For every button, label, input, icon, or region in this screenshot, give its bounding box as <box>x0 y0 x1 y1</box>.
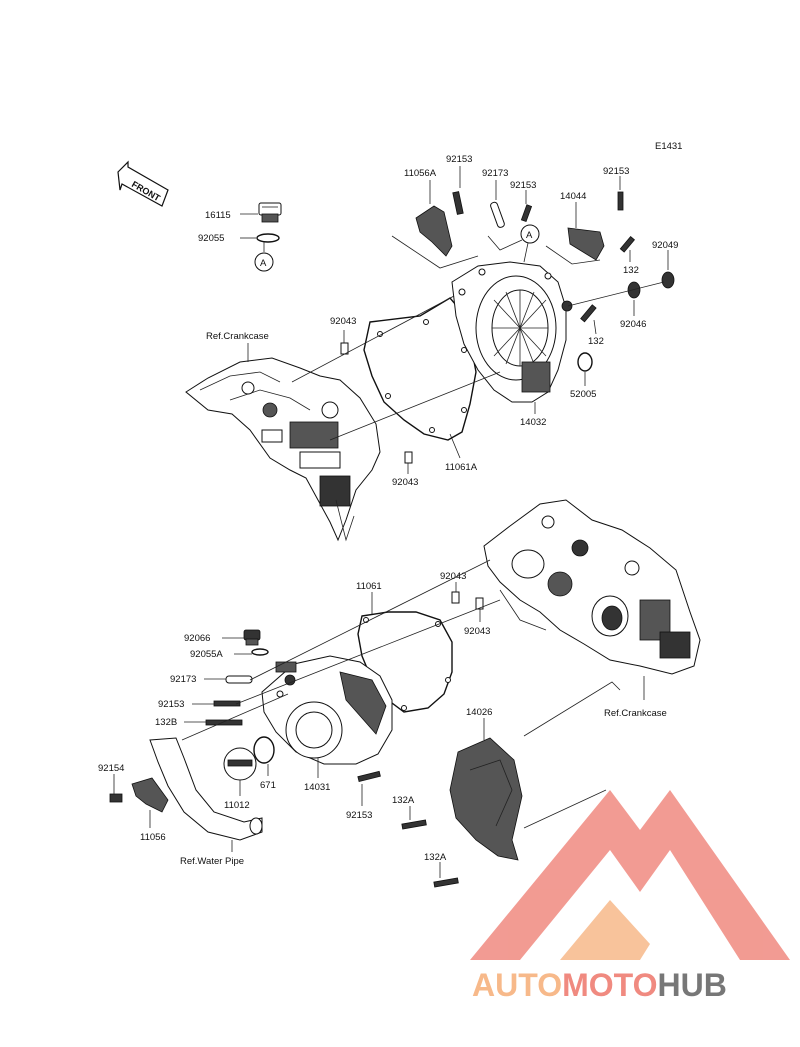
pin-92173-a <box>490 201 505 228</box>
label-11061: 11061 <box>356 581 382 592</box>
ref-water-pipe: Ref.Water Pipe <box>180 856 244 867</box>
seal-52005 <box>577 352 593 372</box>
watermark-hub: HUB <box>657 967 726 1003</box>
bracket-11056 <box>131 777 169 813</box>
dowel-92043-a <box>340 342 349 355</box>
bolt-92154 <box>109 793 123 803</box>
alternator-cover-14031 <box>261 655 393 765</box>
ref-crankcase-top: Ref.Crankcase <box>206 331 269 342</box>
label-11012: 11012 <box>224 800 250 811</box>
bolt-132a-b <box>433 877 459 888</box>
gasket-11061 <box>357 611 453 713</box>
label-14032: 14032 <box>520 417 546 428</box>
crankcase-ref-bottom <box>483 499 701 675</box>
seal-92049 <box>661 271 675 289</box>
label-14031: 14031 <box>304 782 330 793</box>
label-92154: 92154 <box>98 763 124 774</box>
label-11056: 11056 <box>140 832 166 843</box>
plug-92066 <box>243 629 261 646</box>
label-92153-a: 92153 <box>446 154 472 165</box>
callout-a-top-label: A <box>526 230 533 241</box>
seal-92046 <box>627 281 641 299</box>
bolt-132-a <box>619 236 636 253</box>
label-132a-a: 132A <box>392 795 415 806</box>
label-92043-c: 92043 <box>440 571 466 582</box>
dowel-92043-c <box>451 591 460 604</box>
label-132-b: 132 <box>588 336 604 347</box>
diagram-code: E1431 <box>655 141 682 152</box>
watermark-moto: MOTO <box>562 967 657 1003</box>
bolt-92153-c <box>617 191 624 211</box>
label-92055a: 92055A <box>190 649 223 660</box>
bracket-11056a <box>415 205 453 257</box>
label-14026: 14026 <box>466 707 492 718</box>
label-92049: 92049 <box>652 240 678 251</box>
oring-92055a <box>251 648 269 656</box>
pin-92173-b <box>225 675 253 684</box>
label-92046: 92046 <box>620 319 646 330</box>
label-92153-d: 92153 <box>158 699 184 710</box>
dowel-92043-b <box>404 451 413 464</box>
label-92153-e: 92153 <box>346 810 372 821</box>
watermark-logo <box>470 790 790 960</box>
dowel-92043-d <box>475 597 484 610</box>
label-92153-b: 92153 <box>510 180 536 191</box>
watermark-text: AUTOMOTOHUB <box>472 967 727 1003</box>
callout-a-left <box>254 252 274 272</box>
bolt-92153-b <box>520 204 533 223</box>
callout-a-left-label: A <box>260 258 267 269</box>
guard-14026 <box>449 737 523 861</box>
plate-14044 <box>567 227 605 261</box>
watermark-auto: AUTO <box>472 967 562 1003</box>
ref-crankcase-bottom: Ref.Crankcase <box>604 708 667 719</box>
bolt-132-b <box>580 304 597 323</box>
label-52005: 52005 <box>570 389 596 400</box>
label-11056a: 11056A <box>404 168 437 179</box>
oring-671 <box>253 736 275 764</box>
alignment-lines-top <box>291 295 501 441</box>
label-92153-c: 92153 <box>603 166 629 177</box>
label-132-a: 132 <box>623 265 639 276</box>
label-16115: 16115 <box>205 210 231 221</box>
oil-filler-cap <box>258 202 282 223</box>
bolt-132a-a <box>401 819 427 830</box>
bolt-132b <box>205 719 243 726</box>
label-92043-d: 92043 <box>464 626 490 637</box>
bolt-92153-e <box>357 770 381 783</box>
label-11061a: 11061A <box>445 462 478 473</box>
label-132b: 132B <box>155 717 177 728</box>
label-14044: 14044 <box>560 191 586 202</box>
crankcase-ref-top <box>185 357 381 542</box>
oring-92055 <box>256 233 280 243</box>
label-92173-b: 92173 <box>170 674 196 685</box>
label-671: 671 <box>260 780 276 791</box>
alignment-lines-bottom <box>181 559 501 741</box>
bolt-92153-a <box>452 191 464 215</box>
label-132a-b: 132A <box>424 852 447 863</box>
front-arrow-icon: FRONT <box>117 160 169 207</box>
label-92055: 92055 <box>198 233 224 244</box>
bolt-92153-d <box>213 700 241 707</box>
label-92043-a: 92043 <box>330 316 356 327</box>
clutch-cover-14032 <box>451 261 573 403</box>
callout-a-top <box>520 224 540 244</box>
label-92043-b: 92043 <box>392 477 418 488</box>
label-92173-a: 92173 <box>482 168 508 179</box>
label-92066: 92066 <box>184 633 210 644</box>
